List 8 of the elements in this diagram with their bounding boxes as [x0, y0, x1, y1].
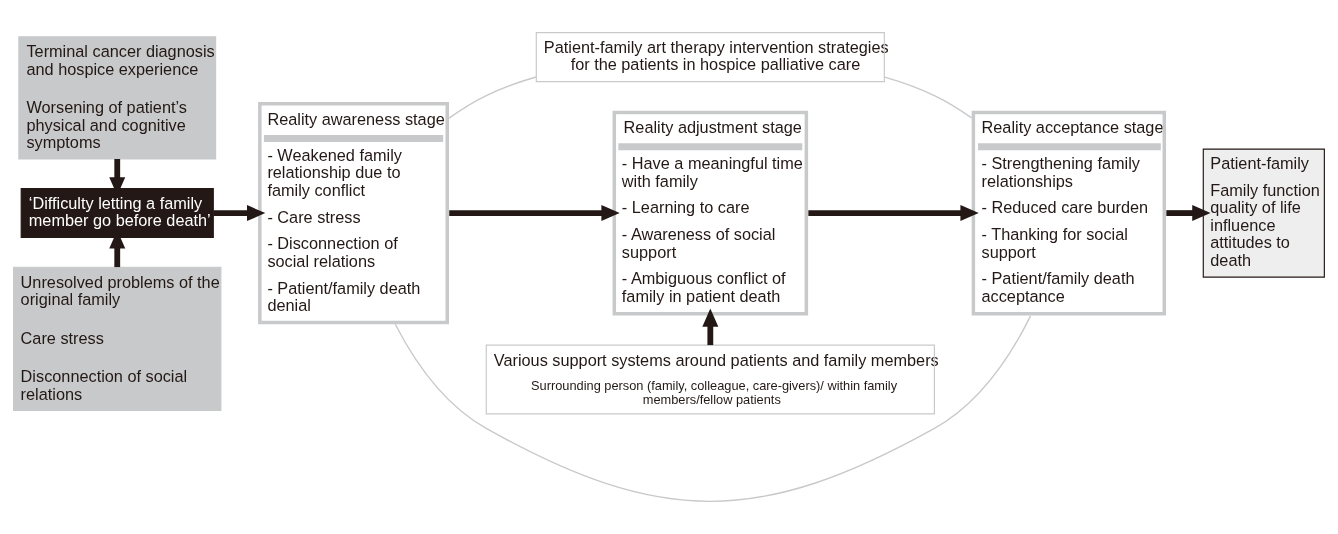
arrow [213, 205, 266, 222]
connector [883, 76, 973, 119]
arrow [702, 308, 719, 346]
arrow [808, 205, 979, 222]
connector [394, 315, 1032, 503]
arrow [449, 205, 620, 222]
connector [448, 76, 537, 119]
arrow [1166, 205, 1211, 222]
